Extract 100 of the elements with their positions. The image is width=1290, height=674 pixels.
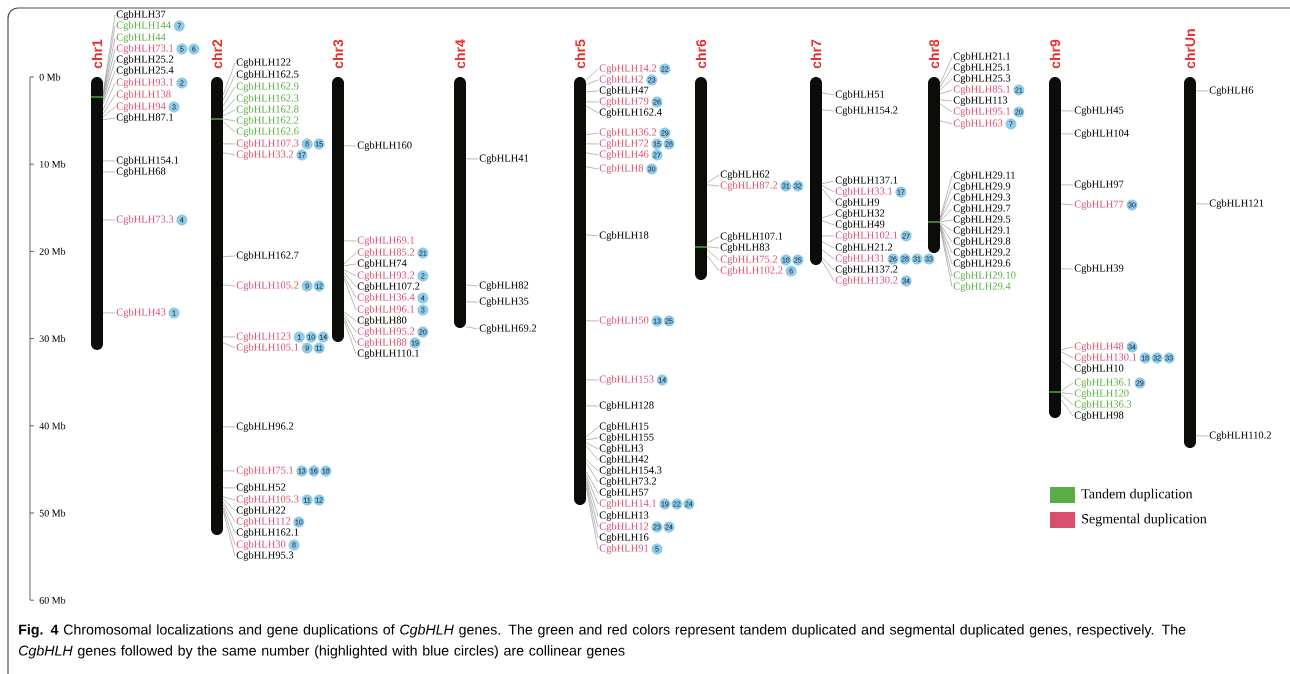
gene-label: CgbHLH162.6 [236, 127, 299, 137]
leader-line [585, 483, 599, 539]
leader-line [1060, 133, 1074, 135]
gene-label: CgbHLH36.2 [599, 128, 657, 138]
leader-line [102, 219, 116, 221]
leader-line [222, 86, 236, 107]
leader-line [821, 241, 835, 249]
leader-line [939, 175, 953, 219]
gene-label: CgbHLH69.2 [479, 324, 537, 334]
leader-line [222, 487, 236, 489]
gene-label: CgbHLH29.11 [953, 171, 1015, 181]
leader-line [222, 284, 236, 287]
gene-label: CgbHLH162.1 [236, 528, 299, 538]
gene-label: CgbHLH6 [1209, 86, 1254, 96]
gene-label: CgbHLH29.1 [953, 226, 1010, 236]
gene-label: CgbHLH162.3 [236, 94, 299, 104]
leader-line [1060, 110, 1074, 112]
leader-line [102, 37, 116, 98]
gene-label: CgbHLH75.2 [720, 255, 778, 265]
leader-line [222, 501, 236, 523]
gene-label: CgbHLH88 [357, 338, 407, 348]
leader-line [821, 185, 835, 193]
leader-line [222, 510, 236, 557]
gene-label: CgbHLH62 [720, 170, 770, 180]
chromosome-bar: chrUn [1184, 29, 1196, 448]
node-label: chr4 [454, 39, 466, 69]
leader-line [102, 59, 116, 102]
leader-line [222, 496, 236, 501]
gene-label: CgbHLH42 [599, 455, 649, 465]
leader-line [222, 143, 236, 145]
leader-line [821, 249, 835, 260]
gene-label: CgbHLH9 [835, 198, 880, 208]
leader-line [939, 67, 953, 88]
gene-label: CgbHLH138 [116, 90, 171, 100]
gene-label: CgbHLH29.10 [953, 271, 1016, 281]
leader-line [222, 498, 236, 512]
leader-line [222, 152, 236, 156]
gene-label: CgbHLH36.4 [357, 293, 415, 303]
gene-label: CgbHLH123 [236, 332, 291, 342]
leader-line [821, 180, 835, 185]
leader-line [343, 314, 357, 333]
leader-line [585, 152, 599, 156]
leader-line [222, 507, 236, 546]
gene-label: CgbHLH16 [599, 533, 649, 543]
gene-label: CgbHLH121 [1209, 199, 1264, 209]
leader-line [706, 236, 720, 244]
chromosome-bar: chr3 [332, 39, 344, 342]
gene-label: CgbHLH46 [599, 150, 649, 160]
leader-line [939, 56, 953, 85]
leader-line [102, 171, 116, 173]
gene-label: CgbHLH21.2 [835, 243, 893, 253]
leader-line [939, 103, 953, 113]
gene-label: CgbHLH30 [236, 540, 286, 550]
gene-label: CgbHLH29.2 [953, 248, 1011, 258]
leader-line [939, 78, 953, 91]
leader-line [222, 426, 236, 428]
gene-label: CgbHLH96.1 [357, 305, 415, 315]
leader-line [939, 99, 953, 102]
scale-label: 0 Mb [39, 73, 61, 81]
leader-line [1060, 394, 1074, 406]
gene-label: CgbHLH130.1 [1074, 353, 1137, 363]
leader-line [939, 208, 953, 222]
gene-label: CgbHLH75.1 [236, 466, 294, 476]
gene-label: CgbHLH50 [599, 316, 649, 326]
figure-caption: Fig. 4 Chromosomal localizations and gene duplications of CgbHLH genes. The green and red colors represent tandem duplicated and segmental duplicated genes, respectively. The CgbHLH genes followed by the same number (highlighted with blue circles) are collinear genes [19, 624, 1186, 659]
leader-line [102, 312, 116, 314]
leader-line [343, 240, 357, 242]
leader-line [343, 275, 357, 299]
leader-line [102, 48, 116, 100]
leader-line [706, 174, 720, 184]
leader-line [706, 249, 720, 261]
leader-line [222, 118, 236, 122]
node-label: chr6 [695, 39, 707, 69]
gene-label: CgbHLH102.1 [835, 231, 898, 241]
scale-label: 10 Mb [40, 160, 66, 168]
leader-line [1060, 360, 1074, 370]
gene-label: CgbHLH2 [599, 75, 643, 85]
gene-label: CgbHLH162.7 [236, 251, 299, 261]
leader-line [585, 405, 599, 407]
leader-line [585, 442, 599, 450]
leader-line [585, 471, 599, 494]
gene-label: CgbHLH122 [236, 58, 291, 68]
scale-label: 30 Mb [39, 335, 66, 343]
leader-line [102, 82, 116, 111]
leader-line [821, 260, 835, 282]
leader-line [585, 90, 599, 93]
gene-label: CgbHLH95.1 [953, 107, 1010, 117]
gene-label: CgbHLH154.2 [835, 106, 898, 116]
leader-line [939, 197, 953, 221]
gene-label: CgbHLH31 [835, 254, 885, 264]
chromosome-bar: chr9 [1048, 39, 1062, 418]
leader-line [585, 143, 599, 145]
leader-line [222, 342, 236, 349]
leader-line [706, 255, 720, 272]
node-label: chrUn [1184, 29, 1196, 69]
leader-line [343, 317, 357, 344]
gene-label: CgbHLH51 [835, 90, 885, 100]
gene-label: CgbHLH162.4 [599, 108, 662, 118]
leader-line [1060, 382, 1074, 392]
gene-label: CgbHLH93.1 [116, 78, 174, 88]
